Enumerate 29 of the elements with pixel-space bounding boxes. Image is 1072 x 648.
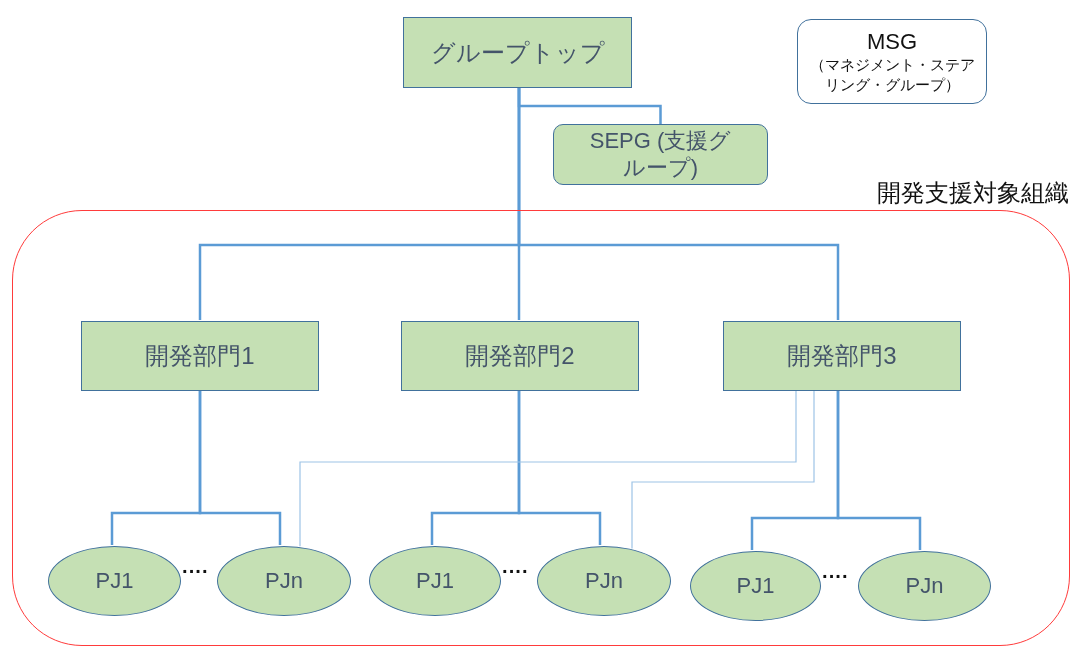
process-box: [797, 19, 987, 104]
connector-line: [299, 389, 797, 547]
connector-line: [198, 390, 282, 546]
connector-line: [517, 88, 840, 320]
box-label: PJn: [265, 568, 303, 594]
box-label: PJn: [905, 573, 944, 599]
process-box: [723, 321, 961, 391]
connector-line: [836, 390, 922, 551]
box-label: グループトップ: [430, 37, 605, 68]
ellipsis-dots: ····: [182, 560, 209, 583]
box-title: MSG: [866, 29, 918, 55]
connector-line: [517, 390, 602, 546]
process-box: [81, 321, 319, 391]
process-box: [403, 17, 632, 88]
connector-line: [631, 389, 815, 550]
box-label: PJ1: [95, 568, 134, 594]
region-heading: 開発支援対象組織: [877, 178, 1069, 208]
ellipsis-dots: ····: [502, 560, 529, 583]
box-label: PJ1: [416, 568, 454, 594]
box-label: 開発部門1: [145, 341, 255, 371]
process-box: [401, 321, 639, 391]
box-label: PJ1: [736, 573, 775, 599]
ellipsis-dots: ····: [822, 565, 849, 588]
box-label: PJn: [585, 568, 623, 594]
box-subtitle: （マネジメント・ステアリング・グループ）: [808, 55, 976, 94]
box-label: 開発部門2: [465, 341, 575, 371]
box-label: SEPG (支援グループ): [588, 128, 733, 181]
process-box: [553, 124, 768, 185]
box-label: 開発部門3: [787, 341, 897, 371]
